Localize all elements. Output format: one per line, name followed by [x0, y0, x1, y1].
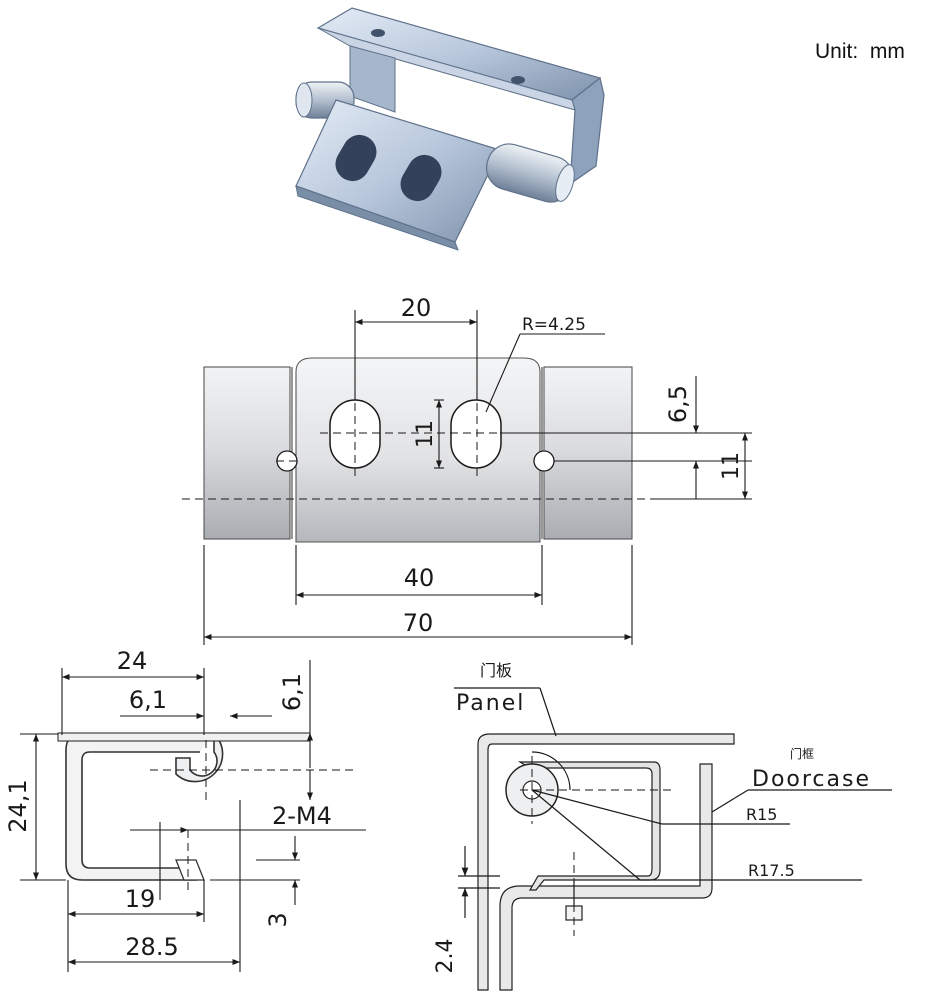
- dim-28-5: 28.5: [125, 933, 178, 961]
- label-panel-en: Panel: [456, 691, 525, 716]
- install-view-labels: 门板 Panel 门框 Doorcase R15 R17.5 2.4: [433, 661, 871, 974]
- dim-70: 70: [403, 609, 434, 637]
- front-view: [182, 310, 752, 645]
- hinge-photo: [295, 7, 605, 251]
- dim-radius: R=4.25: [522, 315, 586, 335]
- label-r17-5: R17.5: [748, 861, 795, 880]
- dim-3: 3: [264, 912, 292, 927]
- side-view-labels: 24 6,1 6,1 24,1 2-M4 19 3 28.5: [4, 647, 332, 961]
- side-view: [20, 660, 366, 972]
- label-doorcase-cn: 门框: [790, 746, 814, 761]
- install-view: [454, 687, 892, 991]
- unit-label: Unit: mm: [815, 40, 905, 63]
- dim-40: 40: [404, 564, 435, 592]
- dim-slot-11: 11: [413, 420, 438, 448]
- front-view-labels: 20 R=4.25 11 6,5 11 40 70: [401, 294, 744, 637]
- dim-6-5: 6,5: [664, 385, 692, 423]
- label-panel-cn: 门板: [480, 661, 512, 680]
- dim-2-m4: 2-M4: [272, 802, 332, 830]
- dim-6-1-horizontal: 6,1: [129, 686, 167, 714]
- dim-right-11: 11: [719, 452, 744, 480]
- label-doorcase-en: Doorcase: [752, 767, 871, 792]
- dim-6-1-vertical: 6,1: [278, 673, 306, 711]
- label-r15: R15: [746, 805, 777, 824]
- dim-19: 19: [125, 885, 156, 913]
- dim-24-1: 24,1: [4, 779, 32, 832]
- label-gap-2-4: 2.4: [433, 939, 458, 974]
- dim-20: 20: [401, 294, 432, 322]
- dim-24: 24: [117, 647, 148, 675]
